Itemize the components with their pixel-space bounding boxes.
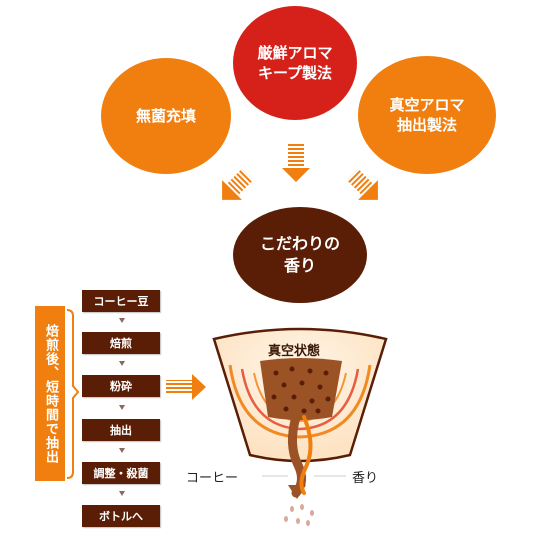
step-grinding: 粉砕 [82, 375, 160, 397]
vacuum-vessel-illustration [212, 327, 388, 526]
signature-aroma-line1: こだわりの [259, 234, 340, 254]
right-arrow-icon [346, 168, 378, 200]
left-arrow-icon [222, 168, 254, 200]
aroma-keep-line2: キープ製法 [257, 64, 333, 82]
step-arrow-icon [119, 448, 125, 453]
vacuum-extraction-line2: 抽出製法 [396, 116, 457, 134]
step-arrow-icon [119, 361, 125, 366]
step-arrow-icon [119, 491, 125, 496]
signature-aroma-line2: 香り [283, 256, 316, 275]
step-arrow-icon [119, 318, 125, 323]
coffee-label: コーヒー [186, 471, 239, 486]
aseptic-filling-label: 無菌充填 [135, 106, 196, 125]
side-note: 焙煎後、短時間で抽出 [35, 306, 65, 481]
side-bracket [66, 309, 79, 479]
vacuum-state-title: 真空状態 [268, 344, 321, 359]
aroma-label: 香り [352, 471, 379, 486]
step-extraction: 抽出 [82, 419, 160, 441]
step-adjust-sterilize: 調整・殺菌 [82, 462, 160, 484]
step-roasting: 焙煎 [82, 332, 160, 354]
step-arrow-icon [119, 405, 125, 410]
aseptic-filling-circle: 無菌充填 [101, 58, 231, 174]
aroma-keep-line1: 厳鮮アロマ [257, 43, 333, 62]
side-note-text: 焙煎後、短時間で抽出 [43, 323, 58, 464]
vacuum-extraction-circle: 真空アロマ 抽出製法 [358, 56, 496, 174]
step-to-bottle: ボトルへ [82, 505, 160, 527]
signature-aroma-circle: こだわりの 香り [233, 207, 367, 303]
aroma-keep-circle: 厳鮮アロマ キープ製法 [233, 6, 357, 120]
center-arrow-icon [282, 144, 310, 182]
vacuum-extraction-line1: 真空アロマ [389, 95, 465, 114]
step-coffee-beans: コーヒー豆 [82, 290, 160, 312]
to-vessel-arrow-icon [166, 374, 206, 400]
